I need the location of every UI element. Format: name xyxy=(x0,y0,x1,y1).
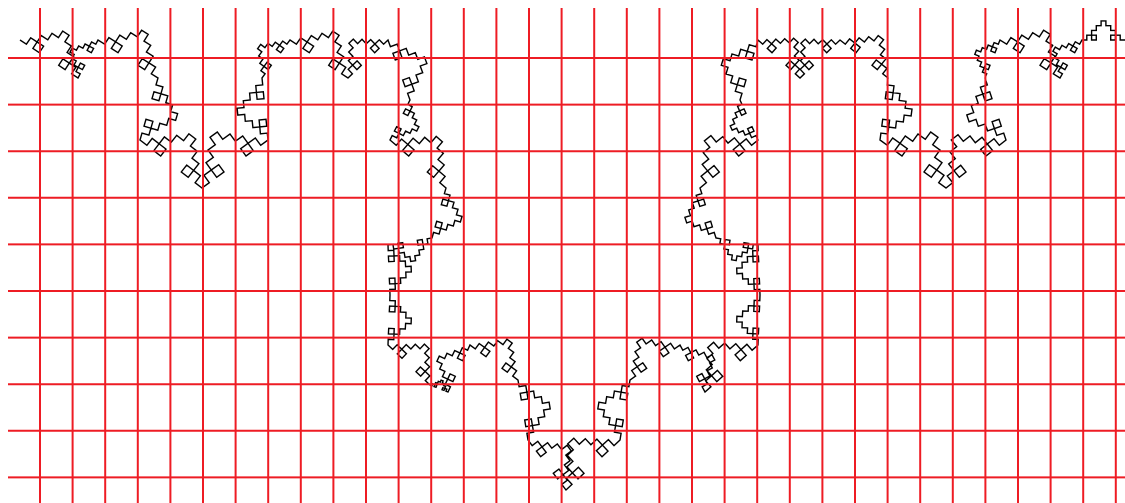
fractal-grid-svg xyxy=(0,0,1125,503)
fractal-grid-figure xyxy=(0,0,1125,503)
